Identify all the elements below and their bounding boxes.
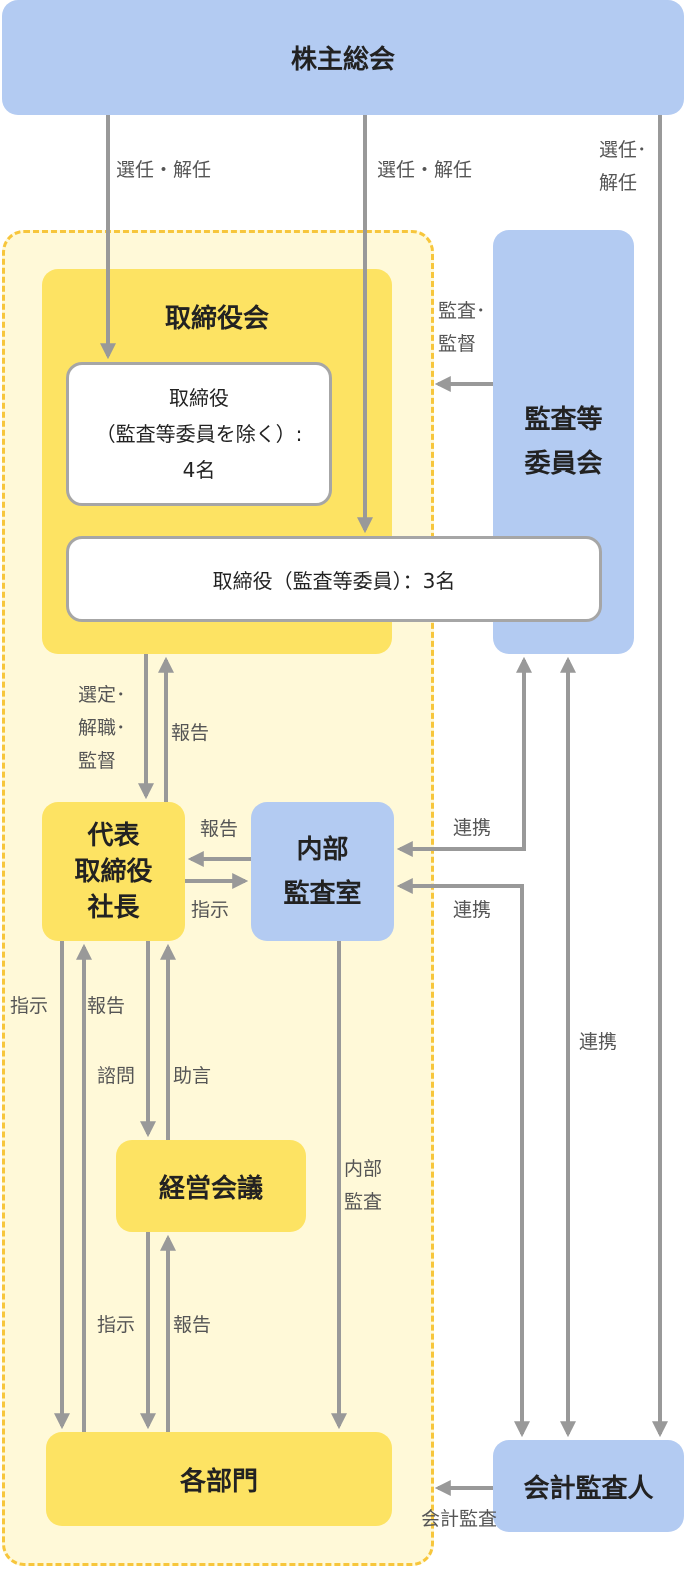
internal-audit-label: 内部 監査室 <box>283 834 362 909</box>
label-coop-2: 連携 <box>453 899 492 921</box>
board-label: 取締役会 <box>164 304 269 334</box>
label-elect-2: 選任・解任 <box>377 159 473 181</box>
arrow-coop-aa-ia <box>396 878 530 1438</box>
management-meeting-box: 経営会議 <box>116 1140 306 1232</box>
directors-label: 取締役 （監査等委員を除く）: 4名 <box>95 386 303 482</box>
president-label: 代表 取締役 社長 <box>74 820 153 923</box>
president-box: 代表 取締役 社長 <box>42 802 185 941</box>
management-meeting-label: 経営会議 <box>158 1173 263 1204</box>
label-select-supervise: 選定･ 解職･ 監督 <box>78 684 126 772</box>
accounting-auditor-label: 会計監査人 <box>523 1473 654 1504</box>
label-coop-3: 連携 <box>579 1031 618 1053</box>
label-advice: 助言 <box>173 1065 212 1087</box>
label-elect-1: 選任・解任 <box>116 159 212 181</box>
shareholders-meeting-box: 株主総会 <box>2 0 684 115</box>
audit-directors-label: 取締役（監査等委員）：3名 <box>212 568 456 593</box>
label-instruct-dept: 指示 <box>10 995 49 1017</box>
audit-committee-label: 監査等 委員会 <box>524 405 603 479</box>
label-accounting-audit: 会計監査 <box>421 1508 498 1530</box>
departments-box: 各部門 <box>46 1432 392 1526</box>
label-instruct-mm: 指示 <box>97 1314 136 1336</box>
internal-audit-box: 内部 監査室 <box>251 802 394 941</box>
label-consult: 諮問 <box>97 1065 136 1087</box>
label-coop-1: 連携 <box>453 817 492 839</box>
label-audit-supervise: 監査･ 監督 <box>438 300 486 355</box>
label-report-board: 報告 <box>171 722 210 744</box>
label-instruct-ia: 指示 <box>191 899 230 921</box>
arrow-coop-ac-ia <box>396 656 532 857</box>
label-elect-3: 選任･ 解任 <box>599 139 647 194</box>
accounting-auditor-box: 会計監査人 <box>493 1440 684 1532</box>
departments-label: 各部門 <box>179 1466 258 1497</box>
label-report-ia: 報告 <box>200 818 239 840</box>
label-internal-audit: 内部 監査 <box>344 1158 383 1213</box>
label-report-mm: 報告 <box>173 1314 212 1336</box>
directors-box: 取締役 （監査等委員を除く）: 4名 <box>66 362 332 506</box>
label-report-dept: 報告 <box>87 995 126 1017</box>
shareholders-meeting-label: 株主総会 <box>290 45 395 75</box>
audit-directors-box: 取締役（監査等委員）：3名 <box>66 536 602 622</box>
